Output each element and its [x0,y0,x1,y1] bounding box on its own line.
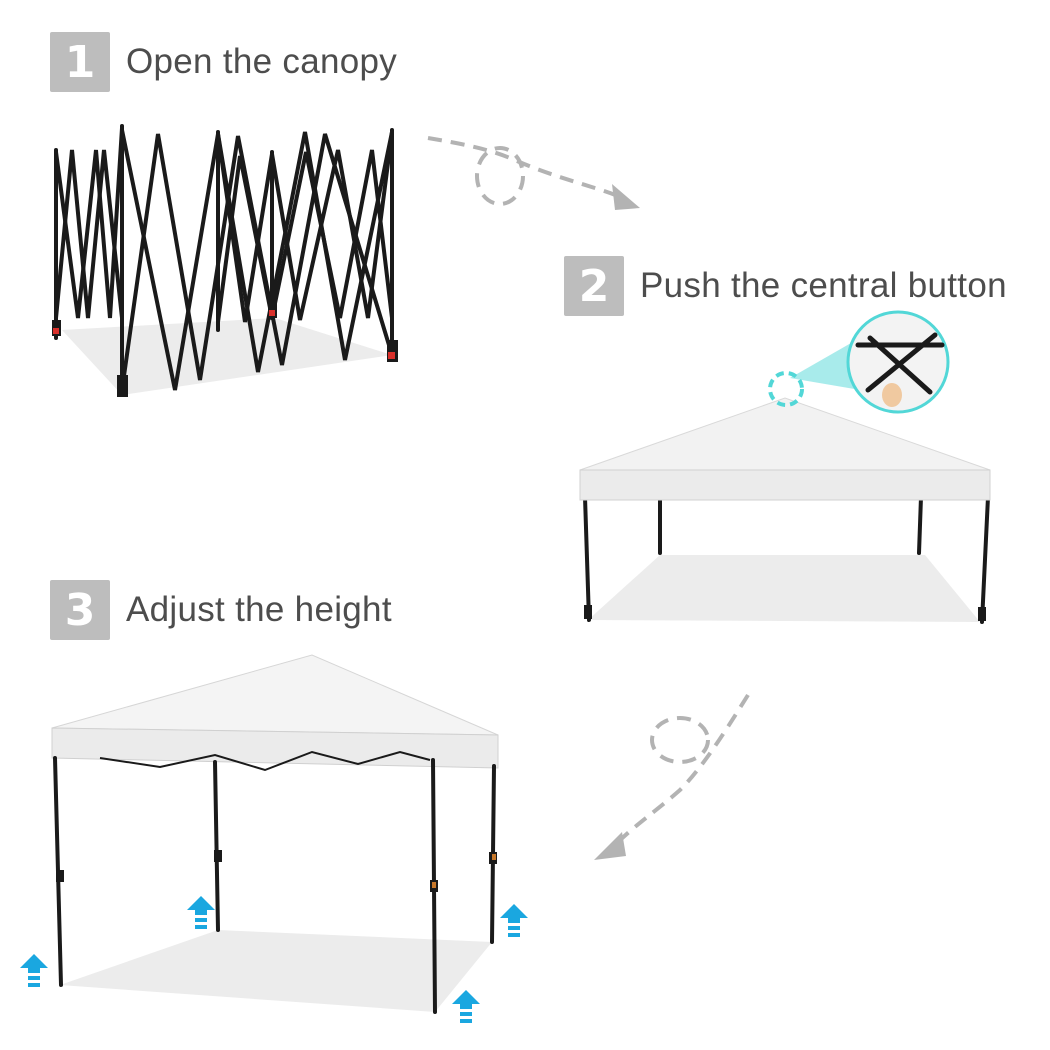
central-button-highlight [768,371,804,407]
step-1-label: Open the canopy [126,42,398,81]
step-2-label: Push the central button [640,266,1007,305]
gazebo-shadow [60,930,492,1012]
frame-shadow [62,318,392,395]
step-3: 3 Adjust the height [50,580,392,640]
step-2: 2 Push the central button [564,256,1007,316]
up-arrow-icon [20,954,48,987]
gazebo-valance [51,727,499,769]
gazebo-roof [51,654,499,736]
step-2-badge: 2 [564,256,624,316]
step-1: 1 Open the canopy [50,32,397,92]
up-arrow-icon [187,896,215,929]
step-3-badge: 3 [50,580,110,640]
canopy-valance [579,469,991,501]
step-3-label: Adjust the height [126,590,392,629]
up-arrow-icon [452,990,480,1023]
up-arrow-icon [500,904,528,937]
canopy-shadow [588,555,980,622]
magnify-callout-icon [846,310,950,414]
step-1-badge: 1 [50,32,110,92]
